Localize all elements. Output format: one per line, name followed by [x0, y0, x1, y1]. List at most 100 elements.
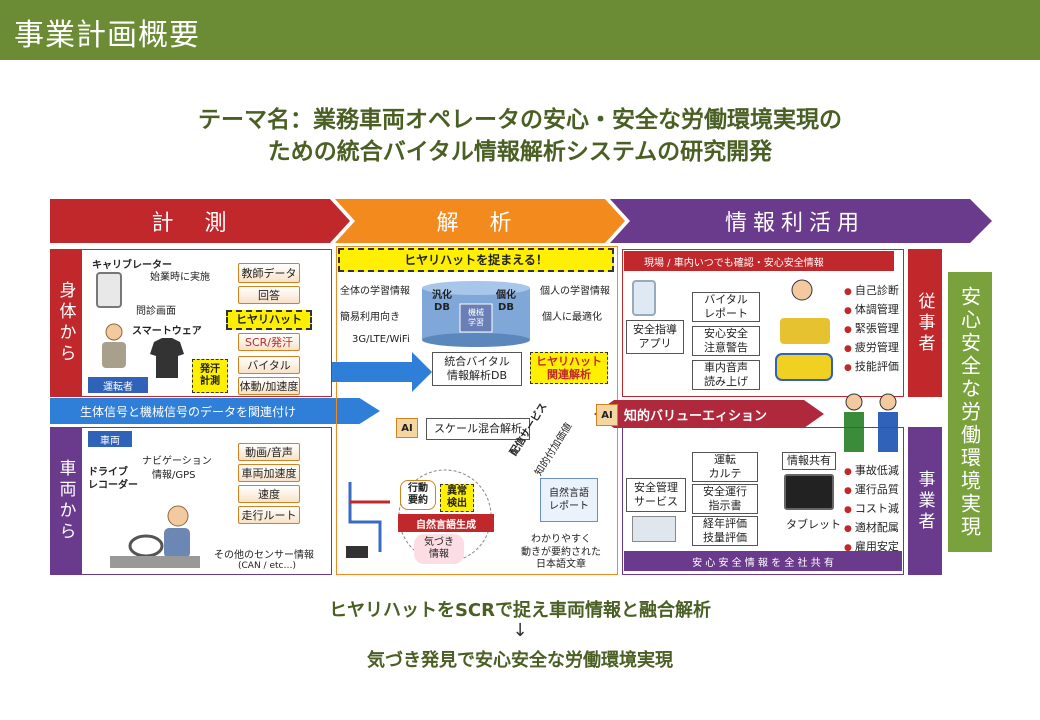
- voice-box: 車内音声 読み上げ: [692, 360, 760, 390]
- network-label: 3G/LTE/WiFi: [352, 334, 410, 345]
- theme-line1: テーマ名：業務車両オペレータの安心・安全な労働環境実現の: [198, 107, 842, 133]
- conclusion-line2: 気づき発見で安心安全な労働環境実現: [367, 650, 673, 671]
- simple-use-label: 簡易利用向き: [340, 312, 400, 323]
- conclusion-line1: ヒヤリハットをSCRで捉え車両情報と融合解析: [328, 600, 712, 621]
- guide-app-box: 安全指導 アプリ: [626, 320, 684, 354]
- hiyari-analysis-box: ヒヤリハット 関連解析: [530, 352, 608, 384]
- navigation-label: ナビゲーション: [142, 456, 212, 467]
- ml-label: 機械 学習: [468, 308, 484, 327]
- share-band: 安 心 安 全 情 報 を 全 社 共 有: [624, 551, 902, 571]
- operator-label: 事業者: [908, 427, 942, 575]
- tablet-label: タブレット: [786, 518, 841, 531]
- nlg-banner: 自然言語生成: [398, 514, 494, 532]
- valuation-text: 知的バリューエィション: [624, 409, 768, 424]
- video-box: 動画/音声: [238, 443, 300, 461]
- operator-item: 適材配属: [844, 519, 899, 538]
- calibrator-label: キャリブレーター: [92, 260, 172, 271]
- hiyari-label-box: ヒヤリハット: [226, 310, 312, 330]
- other-sensor-label: その他のセンサー情報: [214, 550, 314, 561]
- driver-badge: 運転者: [88, 377, 148, 393]
- personal-opt-label: 個人に最適化: [542, 312, 602, 323]
- header-bar: [0, 0, 1040, 60]
- conclusion-arrow: ↓: [512, 620, 528, 641]
- report-box: 自然言語 レポート: [540, 478, 598, 522]
- motion-box: 体動/加速度: [238, 377, 300, 395]
- scale-analysis-box: スケール混合解析: [426, 418, 530, 440]
- database-cylinders-icon: [422, 281, 530, 347]
- vital-box: バイタル: [238, 356, 300, 374]
- vehicle-label: 車両から: [50, 427, 82, 575]
- operator-item: 雇用安定: [844, 538, 899, 557]
- route-box: 走行ルート: [238, 506, 300, 524]
- ai-badge-2: AI: [596, 404, 618, 426]
- theme-line2: ための統合バイタル情報解析システムの研究開発: [267, 139, 773, 165]
- employee-item: 体調管理: [844, 301, 899, 320]
- goal-label: 安心安全な労働環境実現: [948, 272, 992, 552]
- body-label: 身体から: [50, 249, 82, 397]
- vehicle-badge: 車両: [88, 431, 132, 447]
- field-section: [622, 249, 904, 397]
- phase-arrows: [50, 199, 992, 243]
- tablet-icon: [784, 474, 834, 510]
- at-start-label: 始業時に実施: [150, 272, 210, 283]
- info-band: 現場 / 車内いつでも確認・安心安全情報: [624, 251, 894, 271]
- route-map-icon: [346, 482, 390, 558]
- operator-item: 事故低減: [844, 462, 899, 481]
- speed-box: 速度: [238, 485, 300, 503]
- recorder-label: ドライブ レコーダー: [88, 467, 138, 491]
- smartwear-label: スマートウェア: [132, 326, 202, 337]
- awareness-box: 気づき 情報: [414, 534, 464, 564]
- action-summary-box: 行動 要約: [400, 480, 436, 510]
- employee-item: 自己診断: [844, 282, 899, 301]
- interview-label: 問診画面: [136, 306, 176, 317]
- mgmt-service-box: 安全管理 サービス: [626, 478, 686, 512]
- data-flow-arrow: [332, 352, 432, 392]
- employee-item: 疲労管理: [844, 339, 899, 358]
- anomaly-box: 異常 検出: [440, 484, 474, 512]
- operator-item: 運行品質: [844, 481, 899, 500]
- catch-hiyari-banner: ヒヤリハットを捉まえる！: [338, 248, 614, 272]
- operator-benefit-list: 事故低減 運行品質 コスト減 適材配属 雇用安定: [844, 462, 899, 557]
- accel-box: 車両加速度: [238, 464, 300, 482]
- laptop-icon: [632, 516, 676, 542]
- personal-learning-label: 個人の学習情報: [540, 286, 610, 297]
- valuation-band: [594, 400, 824, 428]
- ai-badge-1: AI: [396, 418, 418, 438]
- operator-item: コスト減: [844, 500, 899, 519]
- chart-box: 運転 カルテ: [692, 452, 758, 482]
- calibrator-device-icon: [96, 272, 122, 308]
- employee-item: 緊張管理: [844, 320, 899, 339]
- link-band-text: 生体信号と機械信号のデータを関連付け: [80, 405, 297, 419]
- teacher-data-box: 教師データ: [238, 263, 300, 283]
- employee-item: 技能評価: [844, 358, 899, 377]
- smartphone-icon: [632, 280, 656, 316]
- employee-benefit-list: 自己診断 体調管理 緊張管理 疲労管理 技能評価: [844, 282, 899, 377]
- gps-label: 情報/GPS: [152, 470, 196, 481]
- employee-label: 従事者: [908, 249, 942, 397]
- summary-note: わかりやすく 動きが要約された 日本語文章: [521, 534, 601, 570]
- answer-box: 回答: [238, 286, 300, 304]
- driver-person-icon: [96, 322, 132, 370]
- company-section: [622, 427, 904, 575]
- smartwear-icon: [148, 338, 186, 378]
- general-db-label: 汎化 DB: [432, 290, 452, 313]
- vehicles-icon: [775, 279, 833, 381]
- warning-box: 安心安全 注意警告: [692, 326, 760, 356]
- all-learning-label: 全体の学習情報: [340, 286, 410, 297]
- phase-measure: 計 測: [151, 211, 239, 236]
- page-title: 事業計画概要: [14, 18, 200, 53]
- phase-use: 情報利活用: [724, 211, 865, 236]
- link-band-arrow: [50, 398, 380, 424]
- driving-person-icon: [100, 500, 210, 570]
- integrated-db-box: 統合バイタル 情報解析DB: [432, 352, 522, 386]
- scr-box: SCR/発汗: [238, 333, 300, 351]
- sweat-measure-box: 発汗 計測: [192, 359, 228, 393]
- personal-db-label: 個化 DB: [496, 290, 516, 313]
- eval-box: 経年評価 技量評価: [692, 516, 758, 546]
- workers-icon: [844, 393, 898, 452]
- can-label: (CAN / etc…): [238, 561, 296, 571]
- instruction-box: 安全運行 指示書: [692, 484, 758, 514]
- vital-report-box: バイタル レポート: [692, 292, 760, 322]
- phase-analyze: 解 析: [436, 211, 524, 236]
- share-box: 情報共有: [782, 452, 836, 470]
